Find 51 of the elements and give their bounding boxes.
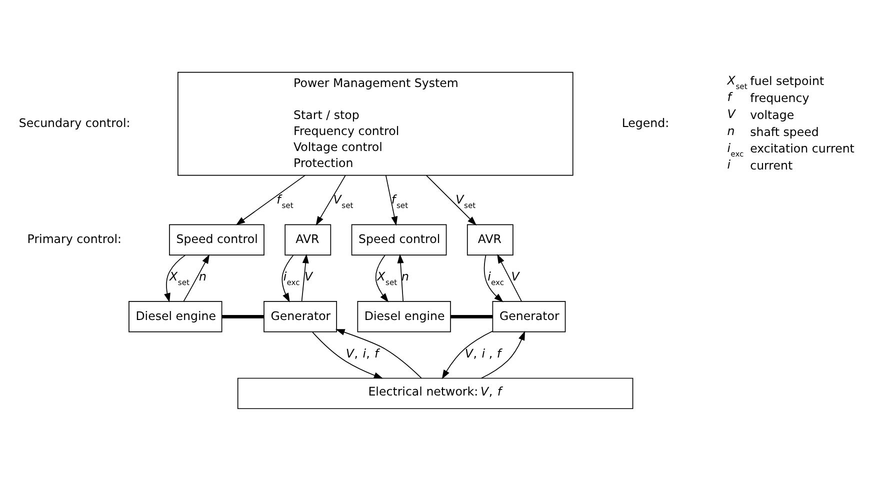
node-box: Speed control xyxy=(351,224,447,256)
label: Secundary control: xyxy=(18,116,130,130)
edge-label: f$_{set}$ xyxy=(391,192,408,210)
node-box: AVR xyxy=(466,224,514,256)
label: Legend: xyxy=(622,116,670,130)
edge-label: V, i, f xyxy=(346,346,379,360)
edge-label: n xyxy=(199,270,207,284)
edge-label: V xyxy=(511,270,520,284)
edge-label: f$_{set}$ xyxy=(276,192,294,210)
arrow xyxy=(397,254,404,302)
arrow xyxy=(335,329,422,378)
arrow xyxy=(497,254,522,302)
legend-label: f frequency xyxy=(727,90,810,106)
edge-label: n xyxy=(402,270,410,284)
connector xyxy=(222,314,264,318)
arrow xyxy=(282,254,294,302)
arrow xyxy=(426,175,477,226)
edge-label: i$_{exc}$ xyxy=(488,270,504,288)
legend-label: n shaft speed xyxy=(727,124,819,139)
label: Primary control: xyxy=(27,232,122,246)
arrow xyxy=(481,330,526,379)
node-box: Generator xyxy=(492,301,566,332)
arrow xyxy=(375,254,389,302)
edge-label: X$_{set}$ xyxy=(169,270,190,288)
arrow xyxy=(442,330,494,380)
arrow xyxy=(316,175,346,226)
node-box: Diesel engine xyxy=(357,301,451,332)
node-box: Electrical network: V, f xyxy=(237,378,634,410)
edge-label: V xyxy=(304,270,313,284)
node-box: AVR xyxy=(284,224,332,256)
arrow xyxy=(301,254,309,302)
arrow xyxy=(236,174,306,226)
edge-label: V, i , f xyxy=(464,346,502,360)
node-box: Power Management System Start / stop Frequency control Voltage control Protection xyxy=(178,72,574,176)
legend-label: i$_{exc}$ excitation current xyxy=(727,140,854,158)
legend-label: V voltage xyxy=(727,107,794,122)
legend-label: i current xyxy=(727,158,793,173)
edge-label: V$_{set}$ xyxy=(333,192,354,210)
edge-label: X$_{set}$ xyxy=(377,270,398,288)
edge-label: i$_{exc}$ xyxy=(283,270,300,288)
node-box: Diesel engine xyxy=(128,301,222,332)
legend-label: X$_{set}$ fuel setpoint xyxy=(727,73,824,91)
arrow xyxy=(164,254,186,302)
arrow xyxy=(385,175,398,226)
node-box: Speed control xyxy=(169,224,264,256)
arrow xyxy=(484,254,504,302)
node-box: Generator xyxy=(264,301,337,332)
connector xyxy=(450,314,493,318)
arrow xyxy=(183,254,210,302)
arrow xyxy=(312,332,384,379)
edge-label: V$_{set}$ xyxy=(456,192,476,210)
